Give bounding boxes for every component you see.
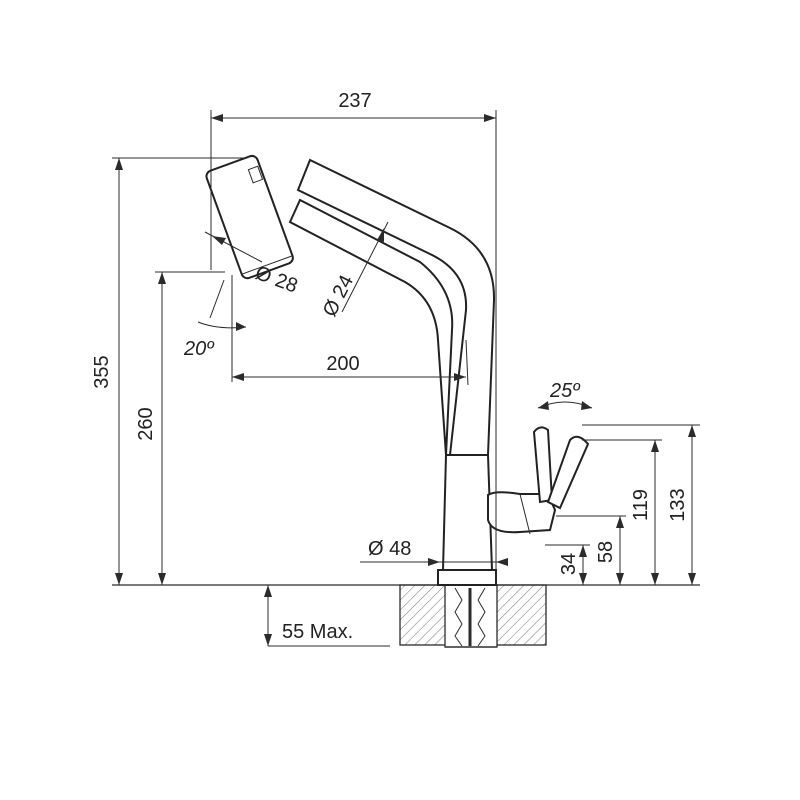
dimension-handle-heights: 133 119 58 34 [545,424,700,585]
overall-width-label: 237 [338,90,371,112]
dimension-spout-height: 260 [135,271,225,585]
overall-height-label: 355 [91,355,113,388]
worktop-thickness-label: 55 Max. [282,621,353,643]
dimension-worktop-thickness: 55 Max. [264,585,390,647]
dimension-overall-width: 237 [210,90,497,585]
handle-height-133-label: 133 [667,488,689,521]
dimension-overall-height: 355 [91,157,245,585]
handle-height-34-label: 34 [558,553,580,575]
worktop-section [399,584,547,648]
dimension-base-diameter: Ø 48 [360,538,508,566]
dimension-spray-angle: 20º [183,275,247,360]
spray-head-diameter-label: Ø 28 [252,262,300,298]
dimension-lever-angle: 25º [537,380,593,410]
handle-height-58-label: 58 [595,541,617,563]
spray-angle-label: 20º [183,338,215,360]
spout-diameter-label: Ø 24 [319,272,358,321]
spout-reach-label: 200 [326,353,359,375]
handle-height-119-label: 119 [630,489,652,521]
lever-angle-label: 25º [549,380,581,402]
dimension-spout-reach: 200 [231,290,466,382]
spout-height-label: 260 [135,407,157,440]
base-diameter-label: Ø 48 [368,538,411,560]
faucet-body [205,154,590,586]
